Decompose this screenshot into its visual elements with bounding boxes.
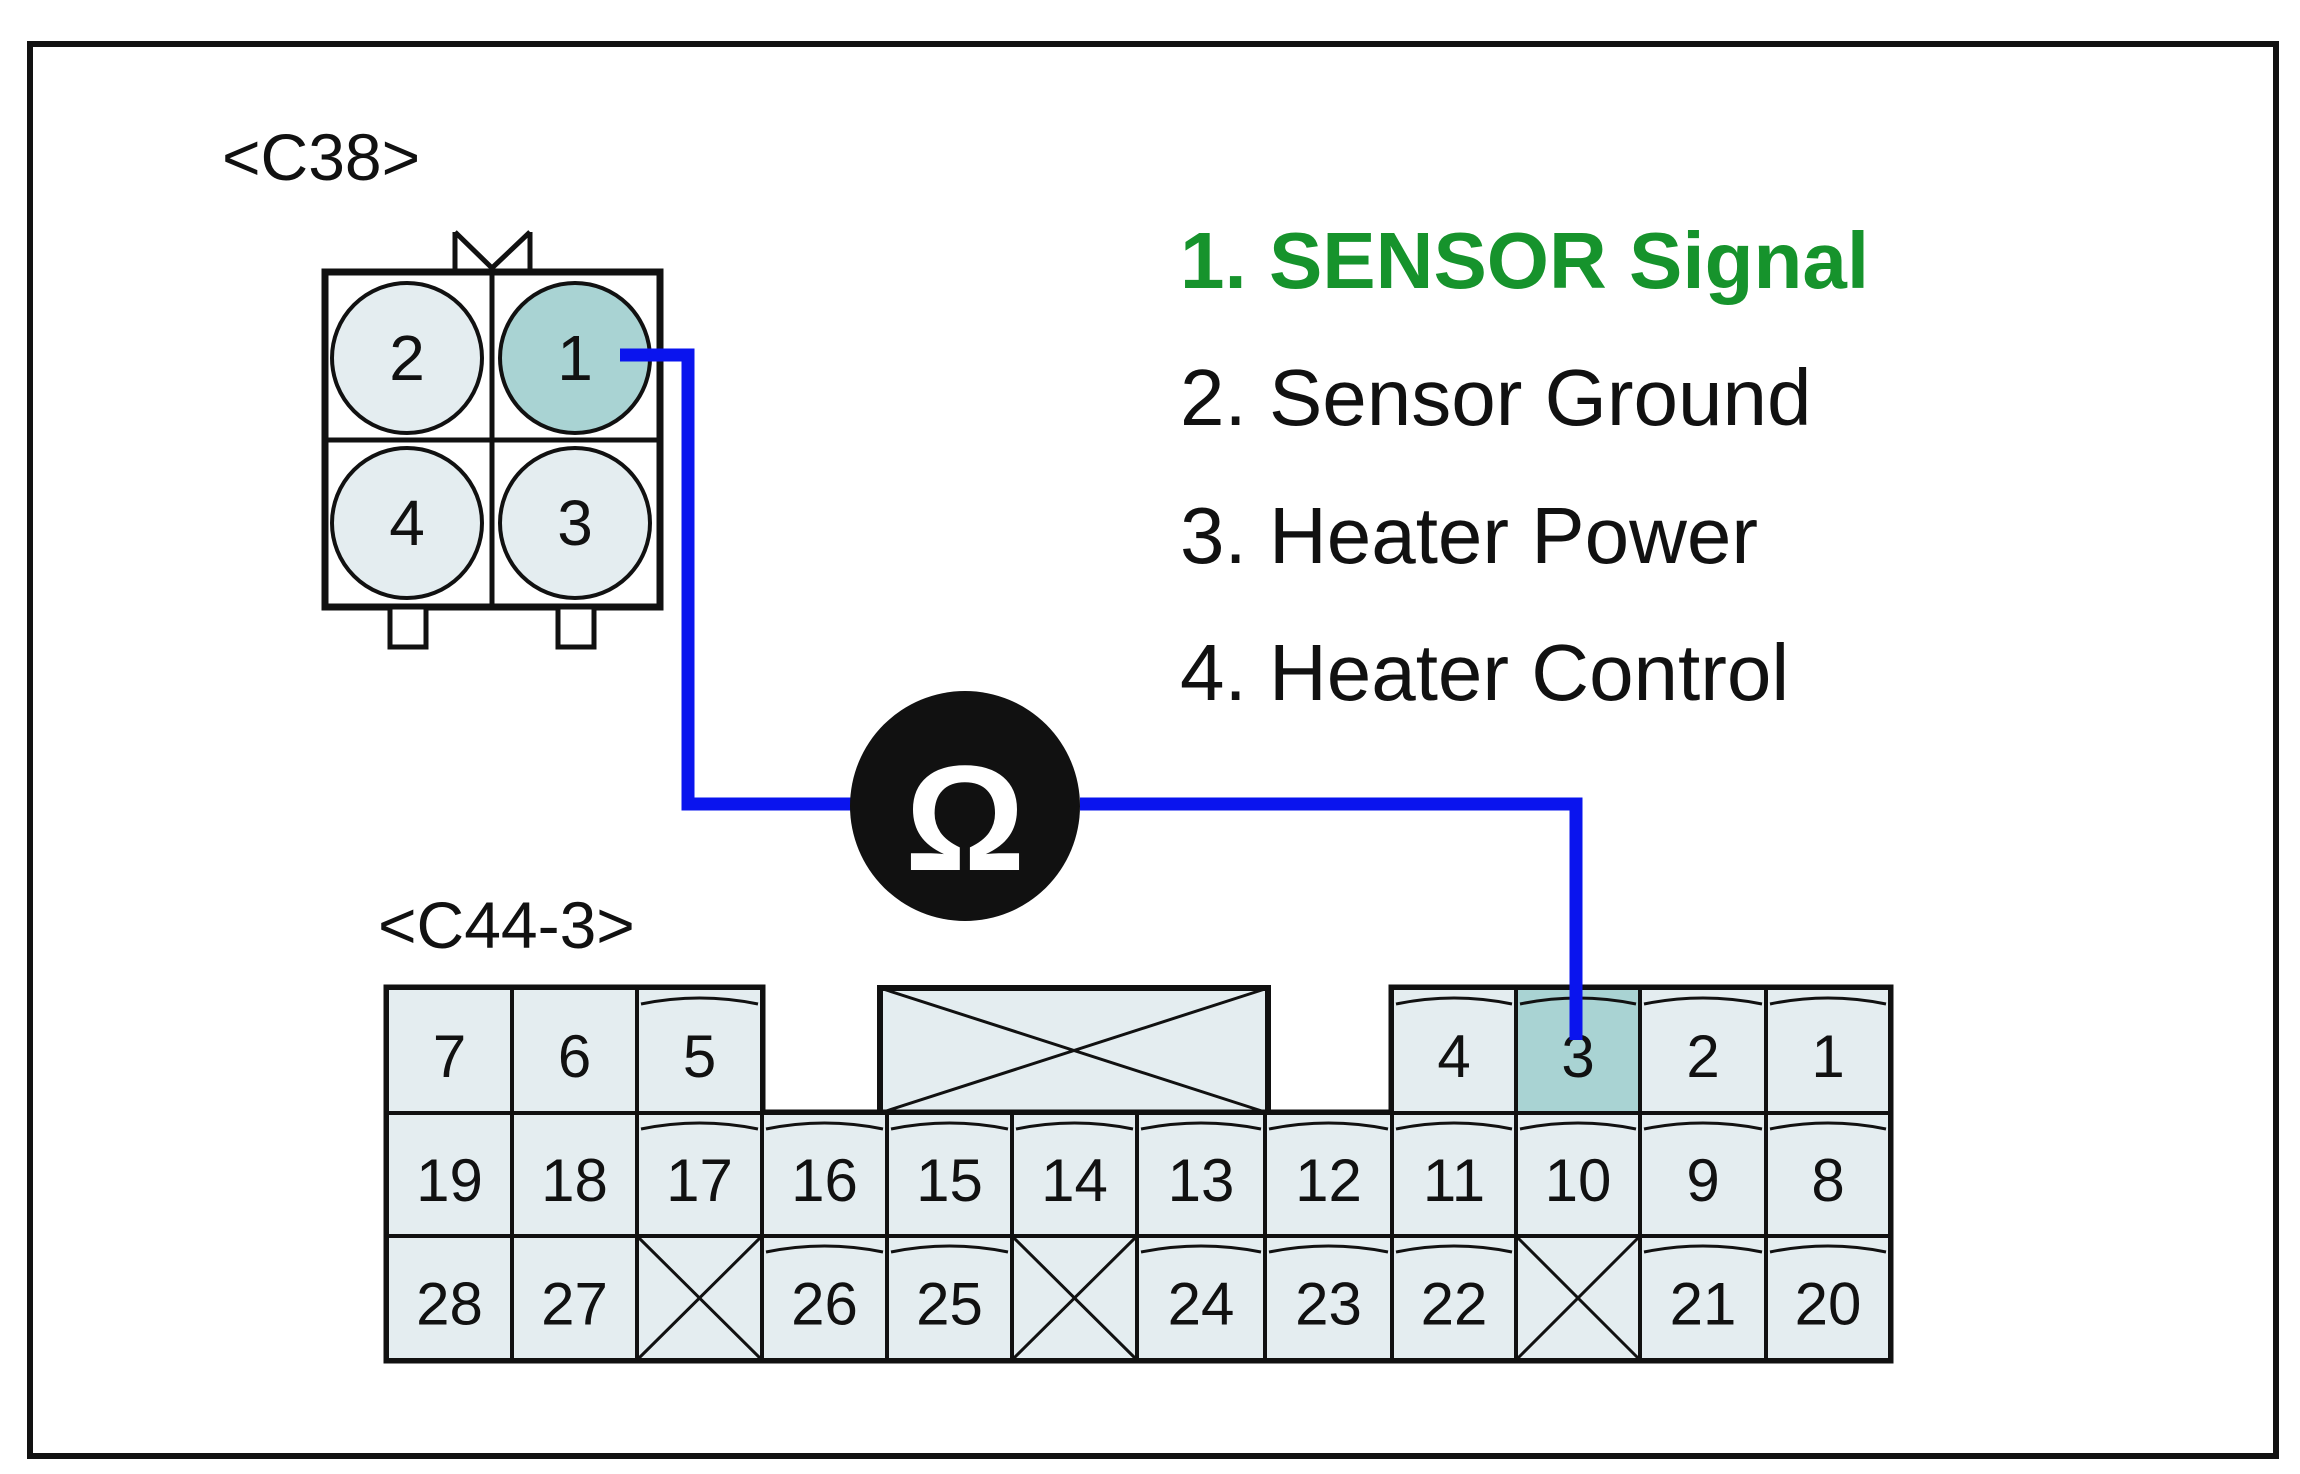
connector-c38-foot bbox=[387, 604, 429, 650]
connector-c38-foot bbox=[555, 604, 597, 650]
c44-pin-9: 9 bbox=[1638, 1111, 1768, 1238]
legend-item-4: 4. Heater Control bbox=[1180, 628, 1789, 717]
c44-pin-16: 16 bbox=[760, 1111, 889, 1238]
c44-pin-1: 1 bbox=[1764, 986, 1892, 1115]
ohmmeter-icon: Ω bbox=[850, 691, 1080, 921]
c44-pin-26: 26 bbox=[760, 1234, 889, 1362]
c44-pin-2: 2 bbox=[1638, 986, 1768, 1115]
c38-pin-4: 4 bbox=[330, 446, 484, 600]
c44-pin-label: 19 bbox=[416, 1147, 483, 1214]
c44-pin-label: 23 bbox=[1295, 1271, 1362, 1338]
pin-legend: 1. SENSOR Signal 2. Sensor Ground 3. Hea… bbox=[1180, 216, 1869, 717]
c44-pin-6: 6 bbox=[510, 986, 639, 1115]
c44-pin-label: 8 bbox=[1811, 1147, 1844, 1214]
c44-pin-label: 18 bbox=[541, 1147, 608, 1214]
c44-pin-label: 17 bbox=[666, 1147, 733, 1214]
c38-pin-2: 2 bbox=[330, 281, 484, 435]
c44-pin-28: 28 bbox=[385, 1234, 514, 1362]
measurement-wiring: Ω bbox=[620, 348, 1583, 1040]
ohm-symbol: Ω bbox=[905, 734, 1025, 902]
c44-pin-label: 9 bbox=[1686, 1147, 1719, 1214]
c44-pin-12: 12 bbox=[1263, 1111, 1394, 1238]
c44-pin-label: 24 bbox=[1168, 1271, 1235, 1338]
c44-pin-11: 11 bbox=[1390, 1111, 1518, 1238]
c44-pin-20: 20 bbox=[1764, 1234, 1892, 1362]
c44-blank-cell bbox=[635, 1234, 764, 1362]
c44-pin-15: 15 bbox=[885, 1111, 1014, 1238]
c44-pin-label: 14 bbox=[1041, 1147, 1108, 1214]
c44-pin-5: 5 bbox=[635, 986, 764, 1115]
c44-pin-label: 4 bbox=[1437, 1023, 1470, 1090]
c44-pin-label: 22 bbox=[1421, 1271, 1488, 1338]
c44-pin-23: 23 bbox=[1263, 1234, 1394, 1362]
c44-pin-label: 12 bbox=[1295, 1147, 1362, 1214]
c44-pin-label: 27 bbox=[541, 1271, 608, 1338]
c44-pin-18: 18 bbox=[510, 1111, 639, 1238]
c44-pin-label: 28 bbox=[416, 1271, 483, 1338]
c44-pin-label: 20 bbox=[1795, 1271, 1862, 1338]
c44-pin-4: 4 bbox=[1390, 986, 1518, 1115]
connector-c38-label: <C38> bbox=[222, 120, 420, 194]
wire-c38-to-meter bbox=[620, 348, 870, 811]
c44-pin-19: 19 bbox=[385, 1111, 514, 1238]
svg-text:2: 2 bbox=[389, 322, 425, 394]
c44-pin-label: 16 bbox=[791, 1147, 858, 1214]
c44-pin-label: 11 bbox=[1423, 1147, 1485, 1214]
c44-pin-25: 25 bbox=[885, 1234, 1014, 1362]
c44-pin-22: 22 bbox=[1390, 1234, 1518, 1362]
legend-item-1: 1. SENSOR Signal bbox=[1180, 216, 1869, 305]
connector-c44-3-label: <C44-3> bbox=[378, 888, 635, 962]
c38-pin-3: 3 bbox=[498, 446, 652, 600]
c44-pin-label: 26 bbox=[791, 1271, 858, 1338]
c44-pin-17: 17 bbox=[635, 1111, 764, 1238]
c44-pin-21: 21 bbox=[1638, 1234, 1768, 1362]
connector-c38-latch bbox=[452, 230, 533, 272]
c44-pin-24: 24 bbox=[1135, 1234, 1267, 1362]
c44-blank-slot bbox=[877, 985, 1271, 1116]
c44-blank-cell bbox=[1514, 1234, 1642, 1362]
c44-pin-label: 5 bbox=[683, 1023, 716, 1090]
c44-pin-label: 15 bbox=[916, 1147, 983, 1214]
c44-pin-7: 7 bbox=[385, 986, 514, 1115]
c44-pin-label: 13 bbox=[1168, 1147, 1235, 1214]
c44-pin-8: 8 bbox=[1764, 1111, 1892, 1238]
legend-item-3: 3. Heater Power bbox=[1180, 491, 1758, 580]
c44-pin-13: 13 bbox=[1135, 1111, 1267, 1238]
svg-text:3: 3 bbox=[557, 487, 593, 559]
wire-meter-to-c44 bbox=[1080, 797, 1583, 1040]
c44-pin-27: 27 bbox=[510, 1234, 639, 1362]
connector-c38: <C38> 2 1 4 3 bbox=[222, 120, 664, 650]
c44-pin-label: 1 bbox=[1811, 1023, 1844, 1090]
c44-pin-label: 6 bbox=[558, 1023, 591, 1090]
c44-pin-10: 10 bbox=[1514, 1111, 1642, 1238]
svg-text:4: 4 bbox=[389, 487, 425, 559]
c44-pin-label: 25 bbox=[916, 1271, 983, 1338]
c44-pin-label: 7 bbox=[433, 1023, 466, 1090]
legend-item-2: 2. Sensor Ground bbox=[1180, 353, 1811, 442]
c44-pin-label: 21 bbox=[1670, 1271, 1737, 1338]
c44-blank-cell bbox=[1010, 1234, 1139, 1362]
c44-pin-14: 14 bbox=[1010, 1111, 1139, 1238]
c44-pin-label: 10 bbox=[1545, 1147, 1612, 1214]
c44-pin-label: 2 bbox=[1686, 1023, 1719, 1090]
svg-text:1: 1 bbox=[557, 322, 593, 394]
